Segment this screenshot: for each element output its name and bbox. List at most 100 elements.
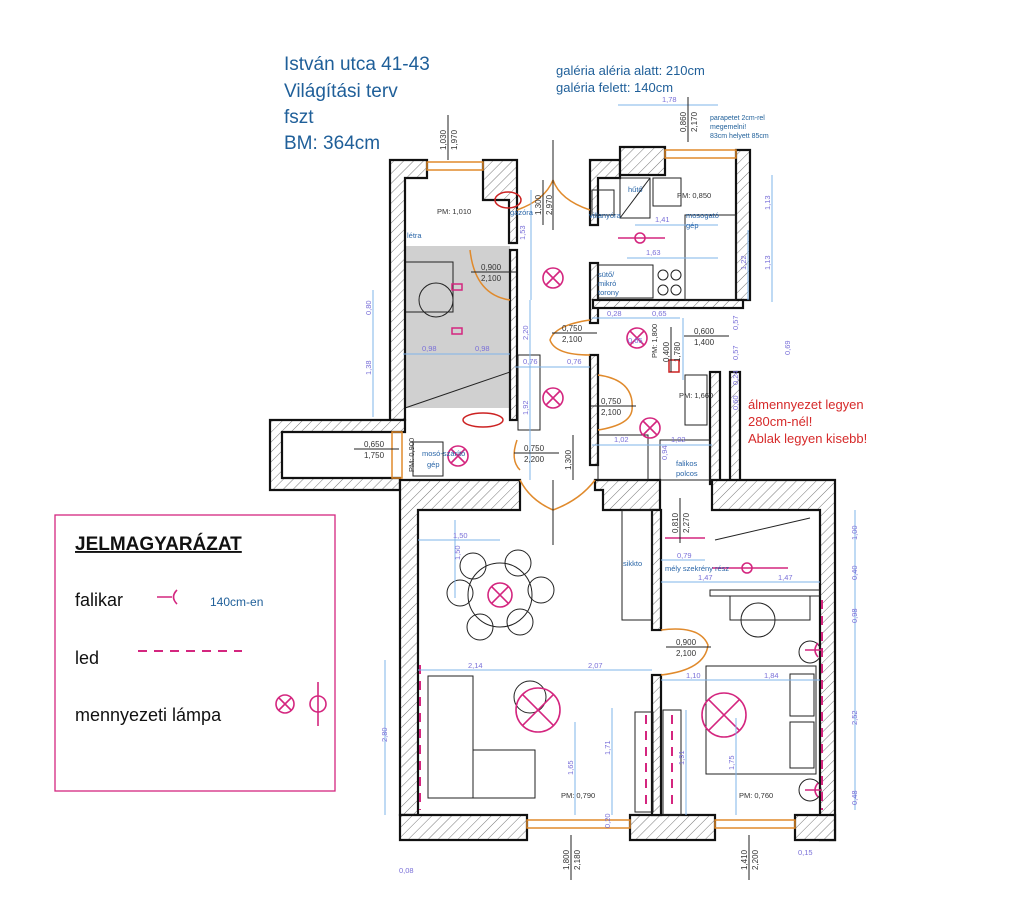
dimension-label: 1,10 bbox=[686, 671, 701, 680]
led-strips bbox=[419, 600, 823, 810]
svg-text:torony: torony bbox=[598, 288, 619, 297]
furniture bbox=[412, 177, 822, 816]
svg-text:gép: gép bbox=[686, 221, 699, 230]
dimension-label: 0,08 bbox=[399, 866, 414, 875]
svg-text:2,970: 2,970 bbox=[545, 194, 554, 215]
legend-item-falikar: falikar 140cm-en bbox=[75, 589, 263, 610]
dimension-label: 0,60 bbox=[731, 395, 740, 410]
dimension-label: 0,40 bbox=[850, 565, 859, 580]
svg-text:1,300: 1,300 bbox=[564, 449, 573, 470]
svg-text:PM: 0,790: PM: 0,790 bbox=[561, 791, 595, 800]
ceiling-lamp-icon bbox=[447, 445, 469, 467]
ceiling-lamp-icon bbox=[487, 582, 513, 608]
svg-text:Világítási terv: Világítási terv bbox=[284, 81, 398, 102]
dimension-label: 1,92 bbox=[521, 400, 530, 415]
dimension-label: 1,71 bbox=[603, 740, 612, 755]
room-labels: PM: 1,010 gázóra létra villanyóra hűtő P… bbox=[407, 185, 773, 800]
dimension-label: 1,47 bbox=[778, 573, 793, 582]
svg-text:2,200: 2,200 bbox=[751, 849, 760, 870]
svg-text:led: led bbox=[75, 648, 99, 668]
dimension-label: 0,69 bbox=[783, 340, 792, 355]
dimension-label: 0,65 bbox=[628, 336, 643, 345]
svg-text:2,180: 2,180 bbox=[573, 849, 582, 870]
svg-text:megemelni!: megemelni! bbox=[710, 124, 746, 131]
legend: JELMAGYARÁZAT falikar 140cm-en led menny… bbox=[54, 514, 336, 792]
svg-text:álmennyezet legyen: álmennyezet legyen bbox=[748, 397, 864, 412]
storage-area bbox=[405, 246, 510, 408]
dimension-label: 0,24 bbox=[731, 370, 740, 385]
svg-text:2,100: 2,100 bbox=[676, 649, 697, 658]
ceiling-lamps bbox=[447, 267, 747, 738]
svg-text:falikar: falikar bbox=[75, 590, 123, 610]
ceiling-lamp-icon bbox=[639, 417, 661, 439]
electric-box bbox=[668, 359, 680, 373]
svg-text:2,100: 2,100 bbox=[601, 408, 622, 417]
svg-text:mély szekrény rész: mély szekrény rész bbox=[665, 564, 729, 573]
dimension-label: 0,65 bbox=[652, 309, 667, 318]
svg-text:0,750: 0,750 bbox=[601, 397, 622, 406]
svg-text:falikos: falikos bbox=[676, 459, 698, 468]
svg-text:2,100: 2,100 bbox=[562, 335, 583, 344]
svg-text:mikró: mikró bbox=[598, 279, 616, 288]
svg-text:parapetet 2cm-rel: parapetet 2cm-rel bbox=[710, 115, 765, 122]
svg-text:PM: 1,010: PM: 1,010 bbox=[437, 207, 471, 216]
svg-text:2,170: 2,170 bbox=[690, 111, 699, 132]
ceiling-lamp-icon bbox=[542, 387, 564, 409]
plan-title: István utca 41-43 Világítási terv fszt B… bbox=[284, 54, 430, 154]
svg-text:1,970: 1,970 bbox=[450, 129, 459, 150]
wall-lamp-icon bbox=[157, 589, 178, 605]
legend-item-ceiling-lamp: mennyezeti lámpa bbox=[75, 682, 327, 726]
dimension-label: 0,76 bbox=[523, 357, 538, 366]
dimension-label: 1,65 bbox=[566, 760, 575, 775]
dimension-label: 2,07 bbox=[588, 661, 603, 670]
svg-text:0,900: 0,900 bbox=[676, 638, 697, 647]
door-dimension: 0,650 1,750 bbox=[354, 440, 399, 460]
dimension-label: 0,28 bbox=[607, 309, 622, 318]
dimension-label: 0,98 bbox=[475, 344, 490, 353]
dimension-label: 0,15 bbox=[798, 848, 813, 857]
svg-text:0,650: 0,650 bbox=[364, 440, 385, 449]
svg-text:1,410: 1,410 bbox=[740, 849, 749, 870]
dimension-label: 1,50 bbox=[453, 545, 462, 560]
dimension-label: 1,02 bbox=[671, 435, 686, 444]
door-dimension: 0,750 2,100 bbox=[591, 397, 636, 417]
svg-text:sütő/: sütő/ bbox=[598, 270, 615, 279]
svg-text:0,860: 0,860 bbox=[679, 111, 688, 132]
dimension-label: 0,80 bbox=[364, 300, 373, 315]
ceiling-lamp-icon bbox=[275, 682, 327, 726]
dimension-label: 0,76 bbox=[567, 357, 582, 366]
svg-text:1,780: 1,780 bbox=[673, 341, 682, 362]
parapet-note: parapetet 2cm-rel megemelni! 83cm helyet… bbox=[710, 115, 769, 140]
svg-text:1,750: 1,750 bbox=[364, 451, 385, 460]
dimension-label: 1,53 bbox=[518, 225, 527, 240]
ceiling-lamp-icon bbox=[515, 687, 561, 733]
dimension-label: 0,48 bbox=[850, 790, 859, 805]
drain-mark bbox=[462, 412, 504, 428]
svg-text:0,900: 0,900 bbox=[481, 263, 502, 272]
svg-text:2,100: 2,100 bbox=[481, 274, 502, 283]
svg-text:gép: gép bbox=[427, 460, 440, 469]
svg-text:galéria felett: 140cm: galéria felett: 140cm bbox=[556, 80, 673, 95]
svg-text:mennyezeti lámpa: mennyezeti lámpa bbox=[75, 705, 222, 725]
legend-title: JELMAGYARÁZAT bbox=[75, 533, 242, 555]
svg-text:Ablak legyen kisebb!: Ablak legyen kisebb! bbox=[748, 431, 867, 446]
dimension-label: 0,98 bbox=[422, 344, 437, 353]
svg-text:0,750: 0,750 bbox=[524, 444, 545, 453]
dimension-label: 1,47 bbox=[698, 573, 713, 582]
dimension-label: 1,91 bbox=[677, 750, 686, 765]
ceiling-lamp-icon bbox=[626, 327, 648, 349]
dimension-label: 2,14 bbox=[468, 661, 483, 670]
door-dimension: 0,900 2,100 bbox=[471, 263, 516, 283]
door-dimension: 0,900 2,100 bbox=[666, 638, 711, 658]
dimension-label: 0,79 bbox=[677, 551, 692, 560]
windows bbox=[391, 149, 796, 829]
svg-text:1,400: 1,400 bbox=[694, 338, 715, 347]
